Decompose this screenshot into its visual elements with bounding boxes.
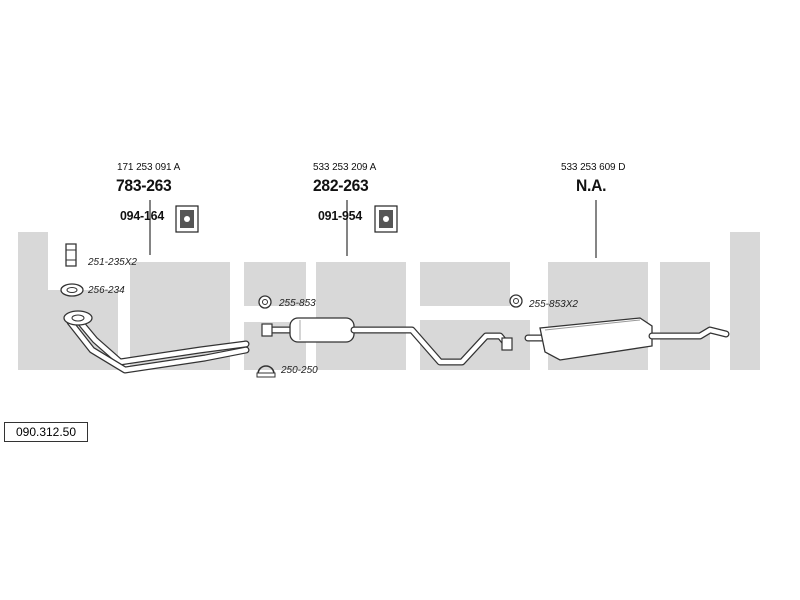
part-number-middle-silencer: 282-263 [313,176,369,195]
front-pipe [63,310,250,374]
nut-icon [509,294,523,308]
catalog-number: 090.312.50 [4,422,88,442]
watermark-logo [18,232,760,370]
fitting-label-nut-2: 255-853X2 [529,299,578,310]
middle-silencer [261,317,513,366]
u-clamp-icon [256,365,276,378]
fitting-label-gasket: 256-234 [88,285,125,296]
hanger-part-1: 094-164 [120,208,164,223]
oe-number-2: 533 253 209 A [313,162,377,173]
rubber-hanger-icon [175,205,199,233]
part-number-rear-silencer: N.A. [576,176,607,195]
rear-silencer [524,317,730,361]
gasket-ring-icon [60,283,84,297]
oe-number-3: 533 253 609 D [561,162,626,173]
part-number-front-pipe: 783-263 [116,176,172,195]
nut-icon [258,295,272,309]
clamp-icon [65,243,77,267]
rubber-hanger-icon [374,205,398,233]
fitting-label-clamp: 251-235X2 [88,257,137,268]
fitting-label-u-clamp: 250-250 [281,365,318,376]
oe-number-1: 171 253 091 A [117,162,181,173]
fitting-label-nut-1: 255-853 [279,298,316,309]
hanger-part-2: 091-954 [318,208,362,223]
